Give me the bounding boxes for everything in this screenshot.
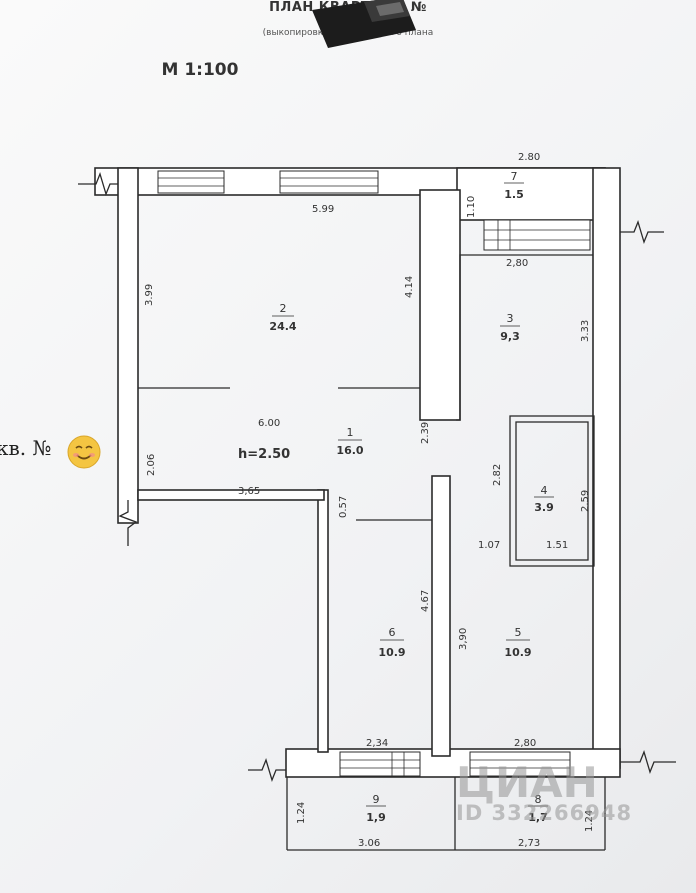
svg-text:2,80: 2,80 [506, 258, 528, 269]
svg-text:1.10: 1.10 [466, 196, 477, 218]
window-top-left [157, 170, 225, 194]
window-bottom-left [339, 751, 421, 777]
svg-text:2,34: 2,34 [366, 738, 388, 749]
room3-outline [456, 254, 593, 421]
wall-mid-lower [431, 475, 451, 757]
break-marks [78, 172, 676, 782]
room-8-label: 8 1,7 [528, 793, 548, 824]
room-9-label: 9 1,9 [366, 793, 386, 824]
room-7-label: 7 1.5 [504, 170, 524, 201]
svg-text:1.24: 1.24 [584, 810, 595, 832]
svg-text:1.5: 1.5 [504, 188, 524, 201]
wall-mid-upper [419, 189, 461, 421]
svg-text:3.33: 3.33 [580, 320, 591, 342]
room4-outline [509, 415, 595, 567]
svg-text:0.57: 0.57 [338, 496, 349, 518]
apartment-number-label: кв. № [0, 436, 52, 460]
dimensions: 2.80 5.99 1.10 2,80 3.99 4.14 3.33 6.00 … [144, 152, 595, 849]
svg-text:1.51: 1.51 [546, 540, 568, 551]
svg-text:4.14: 4.14 [404, 276, 415, 298]
room4-inner [515, 421, 589, 561]
svg-text:3.99: 3.99 [144, 284, 155, 306]
wall-room6-left [317, 489, 329, 753]
svg-text:1,9: 1,9 [366, 811, 386, 824]
room-3-label: 3 9,3 [500, 312, 520, 343]
svg-text:5.99: 5.99 [312, 204, 334, 215]
svg-text:1.07: 1.07 [478, 540, 500, 551]
wall-left [117, 167, 139, 524]
svg-text:3,90: 3,90 [458, 628, 469, 650]
svg-text:2.06: 2.06 [146, 454, 157, 476]
room-5-label: 5 10.9 [504, 626, 531, 659]
wall-right [592, 167, 621, 769]
svg-text:3,65: 3,65 [238, 486, 260, 497]
watermark-logo-text: ЦИАН [456, 758, 598, 807]
svg-text:2,80: 2,80 [514, 738, 536, 749]
svg-text:2.80: 2.80 [518, 152, 540, 163]
svg-text:1.24: 1.24 [296, 802, 307, 824]
svg-text:4: 4 [541, 484, 548, 497]
cian-watermark: ЦИАН ID 332266948 [456, 758, 632, 825]
wall-room1-bottom [137, 489, 325, 501]
svg-text:16.0: 16.0 [336, 444, 363, 457]
svg-text:9,3: 9,3 [500, 330, 520, 343]
svg-text:1,7: 1,7 [528, 811, 548, 824]
usb-receiver-photo [312, 0, 416, 48]
svg-text:2.39: 2.39 [420, 422, 431, 444]
svg-text:10.9: 10.9 [504, 646, 531, 659]
room-1-label: 1 16.0 [336, 426, 363, 457]
svg-text:24.4: 24.4 [269, 320, 296, 333]
svg-text:6: 6 [389, 626, 396, 639]
svg-text:10.9: 10.9 [378, 646, 405, 659]
svg-text:3: 3 [507, 312, 514, 325]
svg-text:3.9: 3.9 [534, 501, 554, 514]
svg-text:5: 5 [515, 626, 522, 639]
window-kitchen [483, 219, 591, 251]
room-4-label: 4 3.9 [534, 484, 554, 514]
svg-text:6.00: 6.00 [258, 418, 280, 429]
room-2-label: 2 24.4 [269, 302, 296, 333]
window-bottom-right [469, 751, 571, 777]
room-6-label: 6 10.9 [378, 626, 405, 659]
svg-text:2.82: 2.82 [492, 464, 503, 486]
smiley-emoji-icon [67, 435, 101, 469]
svg-text:2,73: 2,73 [518, 838, 540, 849]
svg-text:9: 9 [373, 793, 380, 806]
wall-top-right [456, 167, 606, 221]
svg-text:7: 7 [511, 170, 518, 183]
svg-text:3.06: 3.06 [358, 838, 380, 849]
svg-text:1: 1 [347, 426, 354, 439]
svg-text:2.59: 2.59 [580, 490, 591, 512]
svg-text:2: 2 [280, 302, 287, 315]
ceiling-height: h=2.50 [238, 447, 290, 462]
svg-text:4.67: 4.67 [420, 590, 431, 612]
window-top-right [279, 170, 379, 194]
watermark-listing-id: ID 332266948 [456, 801, 633, 825]
plan-scale: М 1:100 [161, 60, 239, 80]
svg-text:8: 8 [535, 793, 542, 806]
